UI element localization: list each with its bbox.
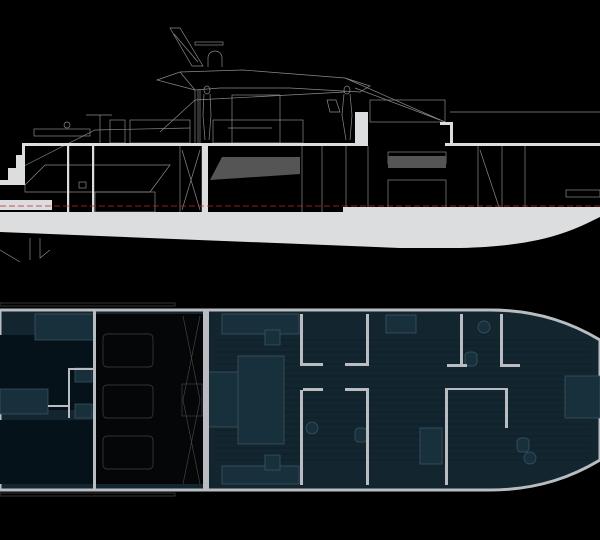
furniture [0, 313, 600, 485]
main-deck [22, 143, 357, 146]
foredeck-step [440, 122, 453, 146]
bulwark-block [355, 112, 368, 146]
lower-deck-plan-view [0, 302, 600, 497]
walls [48, 310, 520, 490]
hull [0, 207, 600, 248]
main-deck-fore [445, 143, 600, 146]
side-profile-solids [0, 112, 600, 248]
person-figure [202, 85, 212, 141]
person-figure [341, 85, 353, 141]
engines [102, 315, 203, 485]
aft-steps [0, 143, 25, 185]
engine-room [95, 314, 203, 484]
hardtop [155, 69, 371, 93]
radar-arch [169, 27, 224, 67]
